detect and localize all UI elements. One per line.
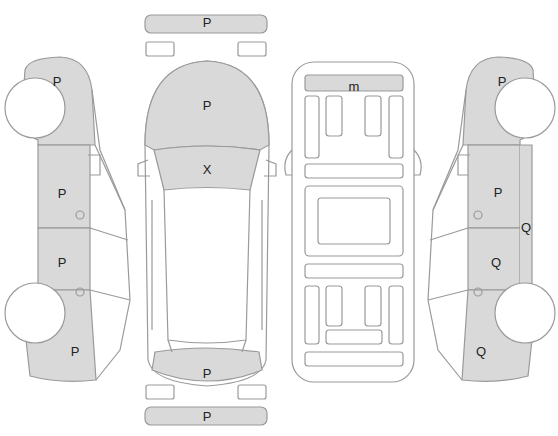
damage-code: P [203, 16, 212, 30]
damage-code: X [203, 163, 212, 177]
damage-code: P [203, 99, 212, 113]
damage-code: P [58, 256, 67, 270]
damage-code: P [71, 345, 80, 359]
damage-code: P [498, 75, 507, 89]
damage-code: Q [491, 256, 501, 270]
damage-code: P [203, 367, 212, 381]
damage-code: Q [521, 221, 531, 235]
damage-code: P [203, 410, 212, 424]
damage-code: P [494, 186, 503, 200]
damage-code: P [58, 187, 67, 201]
damage-code: m [349, 80, 360, 94]
damage-code: P [53, 75, 62, 89]
damage-code: Q [476, 345, 486, 359]
